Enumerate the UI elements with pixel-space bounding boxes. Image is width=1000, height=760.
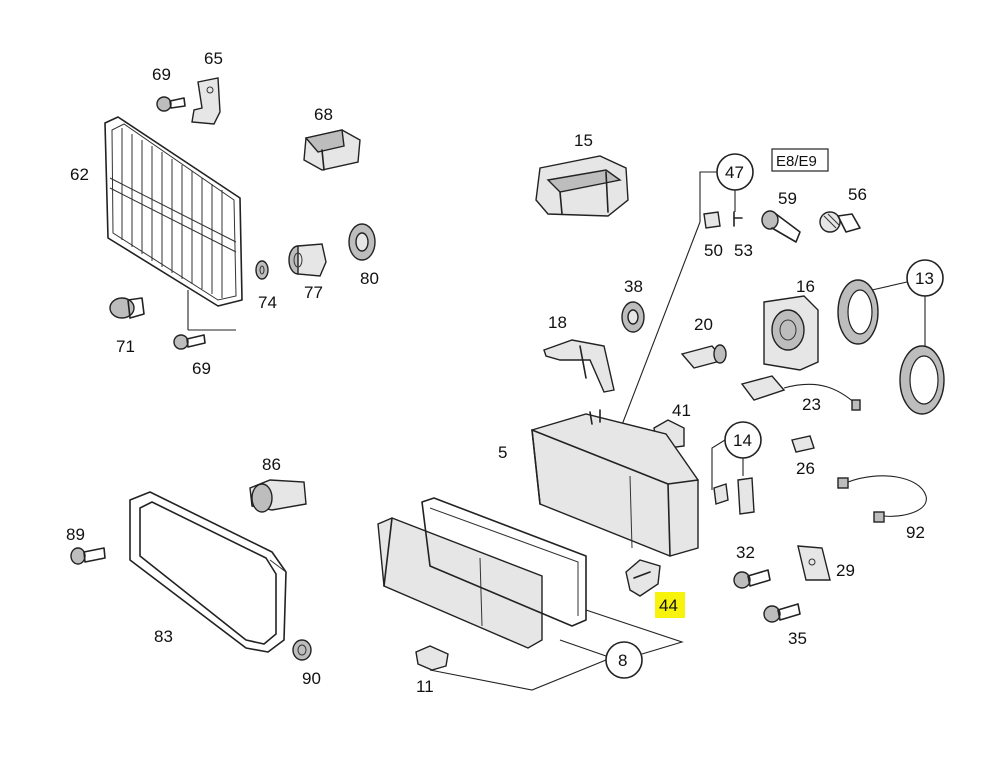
part-8-lens	[377, 517, 543, 649]
part-11-clip	[415, 645, 449, 671]
part-80-grommet	[348, 223, 376, 261]
label-92: 92	[906, 523, 925, 542]
part-68-clip	[303, 129, 361, 171]
part-18-bracket	[543, 339, 615, 393]
label-86: 86	[262, 455, 281, 474]
label-83: 83	[154, 627, 173, 646]
part-92-cable	[837, 475, 927, 523]
part-13-rings	[837, 259, 945, 415]
label-5: 5	[498, 443, 507, 462]
label-77: 77	[304, 283, 323, 302]
part-44-clip	[625, 559, 661, 597]
label-16: 16	[796, 277, 815, 296]
label-71: 71	[116, 337, 135, 356]
label-35: 35	[788, 629, 807, 648]
highlight-44	[655, 592, 685, 618]
part-38-grommet	[621, 301, 645, 333]
label-62: 62	[70, 165, 89, 184]
label-44: 44	[659, 596, 678, 615]
label-32: 32	[736, 543, 755, 562]
part-16-socket-housing	[763, 295, 819, 371]
part-23-bulb-cable	[740, 375, 861, 411]
label-20: 20	[694, 315, 713, 334]
part-74-washer	[255, 260, 269, 280]
label-65: 65	[204, 49, 223, 68]
label-29: 29	[836, 561, 855, 580]
part-56-spring	[819, 211, 861, 233]
label-53: 53	[734, 241, 753, 260]
label-59: 59	[778, 189, 797, 208]
label-89: 89	[66, 525, 85, 544]
callout-14	[711, 421, 762, 515]
label-90: 90	[302, 669, 321, 688]
label-23: 23	[802, 395, 821, 414]
label-50: 50	[704, 241, 723, 260]
label-69a: 69	[152, 65, 171, 84]
part-35-screw	[763, 603, 801, 623]
part-53-pin	[733, 211, 743, 227]
label-74: 74	[258, 293, 277, 312]
label-56: 56	[848, 185, 867, 204]
label-80: 80	[360, 269, 379, 288]
label-13: 13	[915, 269, 934, 288]
part-89-screw	[70, 547, 106, 565]
label-15: 15	[574, 131, 593, 150]
callout-8	[429, 609, 684, 691]
part-26-bulb	[791, 435, 815, 453]
part-5-headlamp-housing	[531, 409, 699, 557]
part-69-screw-top	[156, 96, 186, 112]
part-15-module	[535, 155, 629, 217]
part-29-clip	[797, 545, 831, 581]
part-8-seal	[421, 497, 587, 627]
label-14: 14	[733, 431, 752, 450]
label-variant: E8/E9	[776, 153, 817, 170]
label-69b: 69	[192, 359, 211, 378]
part-65-bracket	[191, 77, 221, 125]
part-labels: 5 8 11 13 14 15 16 18 20 23 26 29 32 35 …	[66, 49, 934, 696]
part-62-grille	[104, 116, 243, 331]
part-86-adjuster	[249, 479, 307, 513]
part-69-screw-bottom	[173, 334, 206, 350]
variant-box	[771, 148, 829, 172]
label-11: 11	[416, 677, 434, 696]
label-26: 26	[796, 459, 815, 478]
label-68: 68	[314, 105, 333, 124]
part-71-push-clip	[109, 297, 145, 319]
label-8: 8	[618, 651, 627, 670]
part-50-bulb-holder	[703, 211, 721, 229]
part-83-frame	[129, 491, 287, 653]
part-77-socket	[288, 243, 327, 277]
part-59-adjuster	[761, 210, 801, 243]
part-32-screw	[733, 569, 771, 589]
part-20-bulb	[680, 344, 727, 369]
label-18: 18	[548, 313, 567, 332]
part-90-nut	[292, 639, 312, 661]
label-47: 47	[725, 163, 744, 182]
label-41: 41	[672, 401, 691, 420]
label-38: 38	[624, 277, 643, 296]
callout-47	[619, 153, 754, 431]
